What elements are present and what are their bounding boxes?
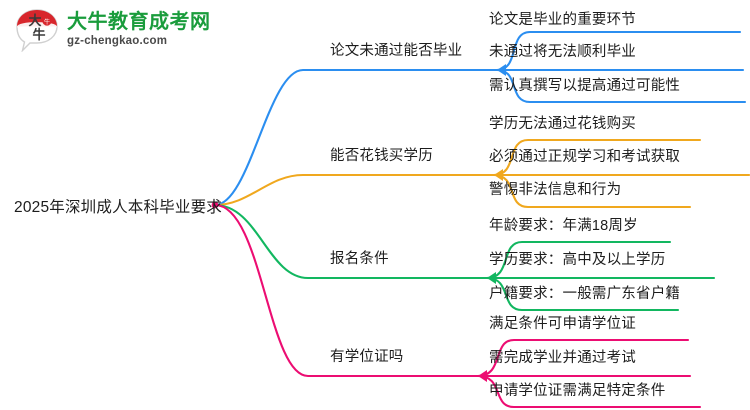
- leaf-label-3-1[interactable]: 需完成学业并通过考试: [489, 350, 636, 366]
- leaf-label-0-0[interactable]: 论文是毕业的重要环节: [489, 12, 636, 28]
- root-node-label[interactable]: 2025年深圳成人本科毕业要求: [14, 199, 222, 216]
- leaf-label-2-2[interactable]: 户籍要求：一般需广东省户籍: [489, 286, 681, 302]
- logo-title: 大牛教育成考网: [67, 11, 211, 34]
- leaf-label-2-0[interactable]: 年龄要求：年满18周岁: [489, 218, 638, 234]
- branch-label-0[interactable]: 论文未通过能否毕业: [330, 43, 463, 59]
- branch-label-1[interactable]: 能否花钱买学历: [330, 148, 433, 164]
- leaf-label-1-1[interactable]: 必须通过正规学习和考试获取: [489, 149, 681, 165]
- logo-text: 大牛教育成考网 gz-chengkao.com: [67, 12, 211, 48]
- leaf-label-1-0[interactable]: 学历无法通过花钱购买: [489, 116, 636, 132]
- branch-wire-0: [213, 30, 747, 207]
- leaf-label-3-0[interactable]: 满足条件可申请学位证: [489, 316, 636, 332]
- branch-label-2[interactable]: 报名条件: [330, 251, 389, 267]
- leaf-label-2-1[interactable]: 学历要求：高中及以上学历: [489, 252, 666, 268]
- svg-text:牛: 牛: [32, 27, 45, 42]
- branch-label-3[interactable]: 有学位证吗: [330, 349, 404, 365]
- leaf-label-3-2[interactable]: 申请学位证需满足特定条件: [489, 383, 666, 399]
- logo-subtitle: gz-chengkao.com: [67, 35, 168, 48]
- leaf-label-1-2[interactable]: 警惕非法信息和行为: [489, 182, 622, 198]
- svg-text:牛: 牛: [44, 18, 50, 26]
- site-logo: 大 牛 牛 大牛教育成考网 gz-chengkao.com: [14, 8, 211, 53]
- leaf-label-0-2[interactable]: 需认真撰写以提高通过可能性: [489, 78, 681, 94]
- leaf-label-0-1[interactable]: 未通过将无法顺利毕业: [489, 44, 636, 60]
- branch-wire-3: [213, 203, 702, 409]
- logo-mark-icon: 大 牛 牛: [14, 8, 60, 53]
- svg-text:大: 大: [28, 13, 41, 28]
